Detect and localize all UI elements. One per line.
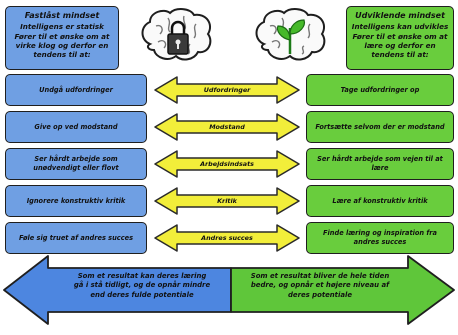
fixed-row-box: Give op ved modstand [5, 111, 147, 143]
fixed-outcome-text: Som et resultat kan deres læring gå i st… [73, 272, 211, 299]
arrow-label: Modstand [209, 123, 245, 131]
fixed-row-box: Føle sig truet af andres succes [5, 222, 147, 254]
fixed-row-text: Undgå udfordringer [39, 85, 113, 94]
growth-mindset-line: Intelligens kan udvikles [351, 22, 449, 32]
fixed-mindset-header: Fastlåst mindset Intelligens er statisk … [5, 6, 119, 70]
growth-row-box: Tage udfordringer op [306, 74, 454, 106]
fixed-row-text: Føle sig truet af andres succes [18, 233, 134, 242]
fixed-row-box: Ignorere konstruktiv kritik [5, 185, 147, 217]
growth-row-text: Finde læring og inspiration fra andres s… [323, 229, 437, 246]
growth-mindset-line: tendens til at: [371, 50, 429, 60]
growth-outcome-text: Som et resultat bliver de hele tiden bed… [250, 272, 390, 299]
outcome-arrow-right [230, 255, 455, 325]
fixed-row-box: Ser hårdt arbejde som unødvendigt eller … [5, 148, 147, 180]
fixed-mindset-line: Fører til et ønske om at [14, 31, 110, 41]
growth-row-box: Lære af konstruktiv kritik [306, 185, 454, 217]
fixed-mindset-title: Fastlåst mindset [24, 11, 100, 20]
arrow-label: Kritik [217, 197, 237, 205]
growth-row-box: Ser hårdt arbejde som vejen til at lære [306, 148, 454, 180]
double-arrow [154, 187, 300, 215]
growth-row-text: Lære af konstruktiv kritik [332, 196, 428, 205]
double-arrow [154, 113, 300, 141]
growth-row-box: Fortsætte selvom der er modstand [306, 111, 454, 143]
brain-padlock-icon [141, 8, 212, 61]
growth-mindset-line: Fører til et ønske om at [352, 31, 448, 41]
fixed-row-text: Ser hårdt arbejde som unødvendigt eller … [33, 155, 119, 172]
brain-sprout-icon [255, 8, 326, 61]
growth-mindset-header: Udviklende mindset Intelligens kan udvik… [346, 6, 454, 70]
growth-mindset-line: lære og derfor en [364, 41, 436, 51]
fixed-mindset-line: tendens til at: [33, 50, 91, 60]
double-arrow [154, 224, 300, 252]
fixed-row-text: Ignorere konstruktiv kritik [26, 196, 126, 205]
growth-mindset-title: Udviklende mindset [355, 11, 445, 20]
growth-row-box: Finde læring og inspiration fra andres s… [306, 222, 454, 254]
fixed-mindset-line: Intelligens er statisk [20, 22, 104, 32]
arrow-label: Andres succes [201, 234, 253, 242]
arrow-label: Arbejdsindsats [200, 160, 254, 168]
growth-row-text: Ser hårdt arbejde som vejen til at lære [317, 155, 443, 172]
arrow-label: Udfordringer [203, 86, 251, 94]
fixed-row-text: Give op ved modstand [34, 122, 118, 131]
growth-row-text: Tage udfordringer op [340, 85, 420, 94]
fixed-mindset-line: virke klog og derfor en [15, 41, 109, 51]
fixed-row-box: Undgå udfordringer [5, 74, 147, 106]
double-arrow [154, 150, 300, 178]
growth-row-text: Fortsætte selvom der er modstand [315, 122, 445, 131]
double-arrow [154, 76, 300, 104]
